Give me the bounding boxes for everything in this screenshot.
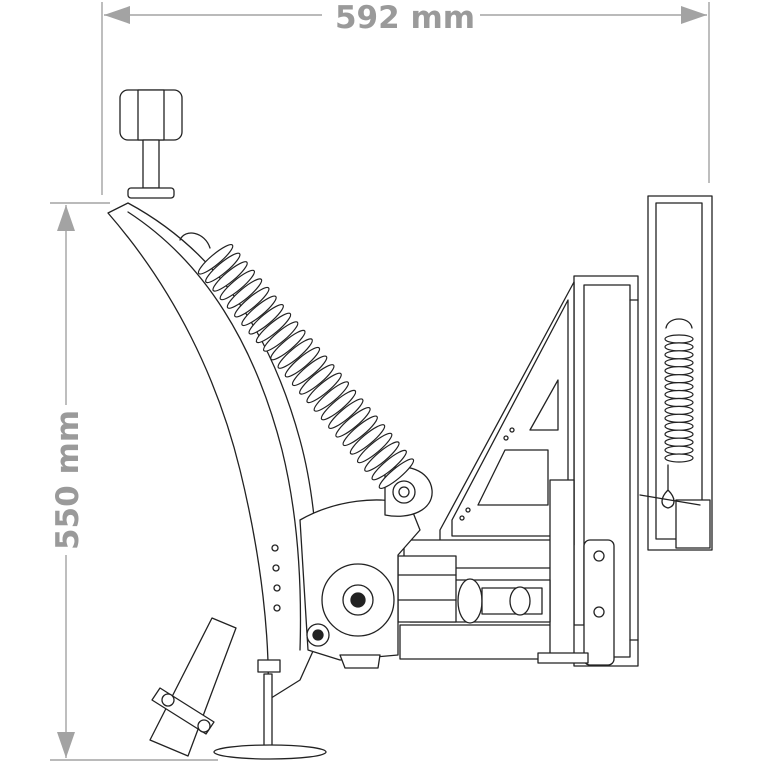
bracket-rivet-2 (503, 435, 509, 441)
top-mount (119, 89, 183, 199)
blade-bolt (161, 693, 175, 707)
cylinder-end (457, 578, 483, 624)
spring-coil (241, 295, 277, 327)
spring-coil (342, 415, 378, 447)
rear-spring (664, 334, 694, 463)
mount-knob-face (137, 89, 165, 141)
side-plate (583, 539, 615, 666)
rear-latch-arm (639, 494, 701, 506)
spring-coil (219, 269, 256, 301)
vertical-post (549, 479, 575, 656)
rear-spring-chain (661, 464, 675, 509)
spring-coil (335, 407, 371, 438)
spring-coil (664, 453, 694, 463)
spring-coil (664, 389, 694, 400)
spring-coil (212, 261, 248, 292)
spring-coil (664, 366, 694, 376)
spring-coil (664, 350, 694, 360)
post-foot (537, 652, 589, 664)
skid-foot (213, 744, 327, 760)
height-dimension (50, 202, 218, 761)
spring-coil (349, 424, 386, 455)
spring-coil (313, 381, 350, 412)
rear-spring-hook-top (665, 318, 693, 329)
spring-coil (378, 458, 415, 489)
side-plate-hole (593, 550, 605, 562)
spring-coil (664, 413, 694, 423)
moldboard-hole (273, 584, 281, 592)
skid-stem (263, 673, 273, 751)
spring-coil (664, 397, 694, 408)
height-arrow-top (57, 205, 75, 231)
cylinder-cap (509, 586, 531, 616)
spring-anchor-pin-inner (398, 486, 410, 498)
plow-assembly (107, 89, 713, 760)
spring-coil (328, 398, 364, 429)
spring-coil (262, 321, 299, 352)
spring-coil (291, 355, 328, 387)
spring-coil (197, 244, 234, 275)
spring-coil (270, 329, 306, 361)
frame-bottom-foot (339, 654, 381, 669)
spring-coil (234, 286, 270, 318)
spring-coil (664, 342, 694, 352)
pivot-cylinder (397, 520, 551, 624)
width-dimension-label: 592 mm (335, 0, 475, 36)
hitch-bars (399, 479, 615, 666)
cutting-blade (149, 617, 237, 757)
bracket-hole-quad (477, 449, 549, 506)
bracket-rivet-3 (459, 515, 465, 521)
bracket-rivet (509, 427, 515, 433)
spring-coil (226, 278, 263, 309)
bracket-hole-triangle (529, 379, 559, 431)
spring-coil (664, 382, 694, 392)
spring-coil (255, 312, 292, 344)
main-spring (197, 244, 415, 489)
height-arrow-bottom (57, 732, 75, 758)
spring-coil (664, 334, 694, 344)
spring-coil (371, 449, 407, 481)
width-dimension (101, 2, 710, 195)
width-arrow-right (681, 6, 707, 24)
height-dimension-label: 550 mm (50, 410, 86, 550)
spring-coil (306, 372, 342, 404)
moldboard-holes (271, 544, 281, 612)
side-plate-hole-2 (593, 606, 605, 618)
spring-coil (664, 421, 694, 431)
spring-coil (664, 445, 694, 455)
moldboard-hole (273, 604, 281, 612)
moldboard-inner-edge (127, 211, 302, 651)
spring-coil (299, 364, 335, 395)
spring-coil (277, 338, 313, 369)
spring-coil (356, 432, 393, 464)
lower-pivot-pin-inner (312, 629, 324, 641)
mount-stem (142, 139, 160, 189)
spring-coil (205, 252, 241, 284)
triangle-bracket (439, 281, 575, 546)
mount-base (127, 187, 175, 199)
blade-bolt-2 (197, 719, 211, 733)
spring-coil (664, 405, 694, 415)
bracket-rivet-4 (465, 507, 471, 513)
spring-coil (664, 437, 694, 447)
spring-coil (320, 389, 357, 421)
spring-coil (364, 441, 400, 472)
clamp-block (397, 555, 457, 623)
spring-coil (248, 304, 284, 335)
moldboard-hole (272, 564, 280, 572)
rear-latch (675, 499, 711, 549)
spring-coil (284, 346, 321, 378)
main-pivot-bolt (350, 592, 366, 608)
skid-bolt (257, 659, 281, 673)
width-arrow-left (104, 6, 130, 24)
spring-top-hook (179, 232, 211, 249)
spring-coil (664, 358, 694, 368)
moldboard-hole (271, 544, 279, 552)
spring-coil (664, 429, 694, 439)
spring-coil (664, 374, 694, 384)
